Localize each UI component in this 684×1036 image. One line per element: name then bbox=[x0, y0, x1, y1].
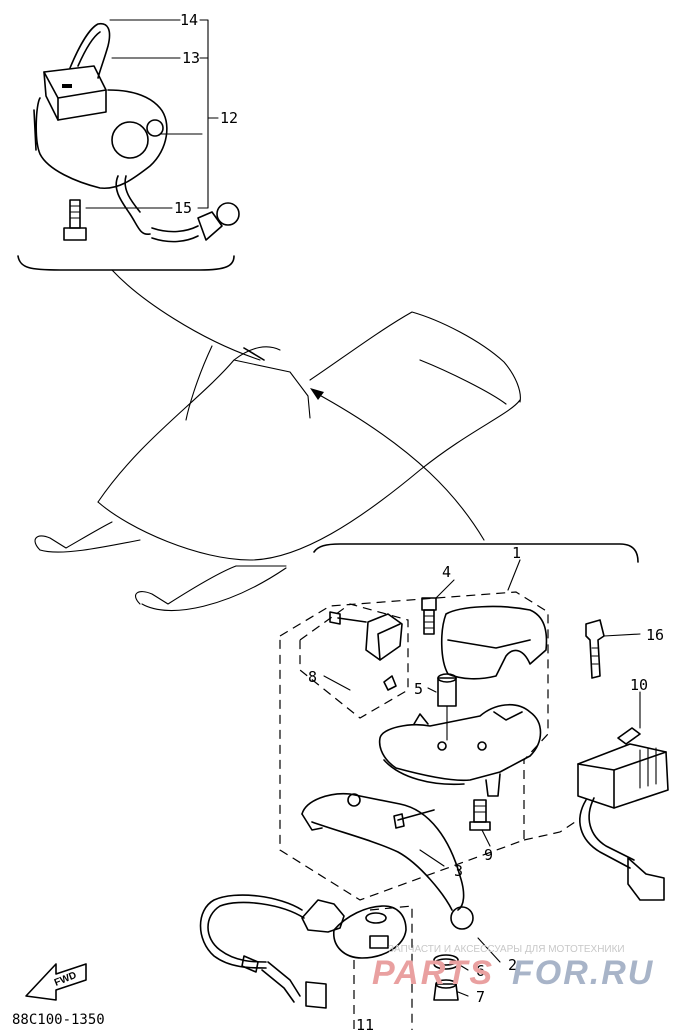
lever-holder-bracket bbox=[378, 704, 542, 797]
callout-6: 6 bbox=[476, 962, 485, 980]
brake-lever-part-3 bbox=[301, 792, 474, 930]
forward-direction-arrow bbox=[25, 963, 87, 1001]
relay-module-part-10 bbox=[577, 727, 669, 901]
switch-block-part-8 bbox=[329, 611, 403, 691]
drawing-code: 88C100-1350 bbox=[12, 1012, 105, 1028]
watermark-brand-right: FOR.RU bbox=[512, 954, 654, 992]
callout-7: 7 bbox=[476, 988, 485, 1006]
callout-12: 12 bbox=[220, 109, 238, 127]
callout-5: 5 bbox=[414, 680, 423, 698]
callout-1: 1 bbox=[512, 544, 521, 562]
callout-9: 9 bbox=[484, 846, 493, 864]
callout-8: 8 bbox=[308, 668, 317, 686]
callout-2: 2 bbox=[508, 956, 517, 974]
callout-4: 4 bbox=[442, 563, 451, 581]
throttle-housing-assembly bbox=[17, 19, 240, 271]
cable-tie-part-16 bbox=[585, 619, 605, 679]
lever-cover-cap bbox=[440, 605, 548, 680]
nut-part-7 bbox=[433, 979, 459, 1001]
callout-3: 3 bbox=[454, 862, 463, 880]
callout-16: 16 bbox=[646, 626, 664, 644]
callout-13: 13 bbox=[182, 49, 200, 67]
callout-11: 11 bbox=[356, 1016, 374, 1034]
collar-part-5 bbox=[437, 673, 457, 707]
bolt-part-4 bbox=[421, 597, 437, 635]
lever-pivot-screw bbox=[393, 809, 435, 829]
callout-15: 15 bbox=[174, 199, 192, 217]
watermark-caption: ЗАПЧАСТИ И АКСЕССУАРЫ ДЛЯ МОТОТЕХНИКИ bbox=[388, 944, 625, 955]
snowmobile-outline bbox=[34, 311, 521, 611]
callout-10: 10 bbox=[630, 676, 648, 694]
partsfor-watermark-logo: PARTS FOR.RU bbox=[372, 954, 654, 992]
watermark-brand-left: PARTS bbox=[372, 954, 494, 992]
callout-14: 14 bbox=[180, 11, 198, 29]
bolt-part-9 bbox=[469, 799, 491, 831]
brake-switch-part-11 bbox=[199, 894, 407, 1009]
